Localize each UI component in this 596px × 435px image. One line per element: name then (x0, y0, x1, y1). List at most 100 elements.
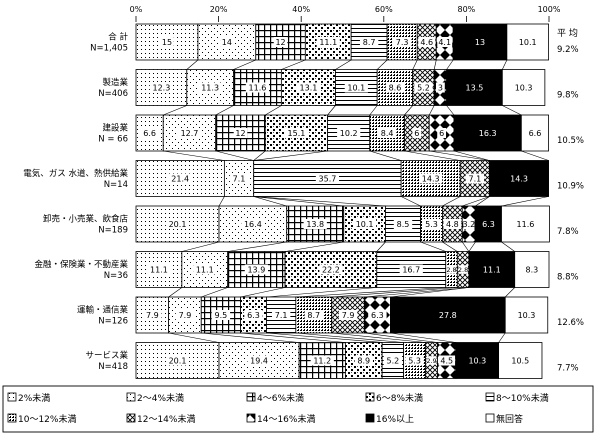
average-value: 7.7% (557, 364, 579, 374)
data-label: 10.3 (515, 84, 533, 93)
data-label-bg (284, 128, 309, 138)
data-label-bg (354, 355, 373, 366)
category-n-label: N=418 (98, 362, 128, 372)
category-label: サービス業 (85, 350, 128, 361)
data-label: 5.3 (425, 220, 438, 229)
data-label: 11.6 (517, 220, 535, 229)
data-label: 8.7 (363, 38, 376, 47)
connector-line (253, 196, 287, 207)
connector-line (364, 287, 469, 298)
connector-line (227, 241, 287, 252)
bar-segment (404, 114, 430, 152)
data-label: 7.9 (342, 311, 355, 320)
data-label: 4.6 (420, 38, 433, 47)
legend-label: 無回答 (496, 413, 523, 425)
data-label-bg (437, 37, 453, 47)
data-label: 11.6 (249, 84, 267, 93)
data-label-bg (168, 173, 192, 184)
data-label-bg (233, 128, 248, 138)
data-label: 14 (222, 38, 232, 47)
connector-line (233, 59, 256, 70)
data-label-bg (211, 310, 231, 320)
connector-line (285, 241, 344, 252)
legend-label: 12～14%未満 (137, 413, 195, 425)
data-label: 7.3 (396, 38, 409, 47)
data-label: 12 (235, 129, 245, 138)
data-label: 14.3 (422, 175, 440, 184)
data-label-bg (304, 310, 323, 320)
data-label-bg (412, 128, 422, 138)
data-label: 2.9 (426, 357, 436, 365)
data-label-bg (359, 37, 379, 47)
x-axis: 0%20%40%60%80%100% (130, 5, 561, 22)
bar-segment (501, 205, 550, 243)
category-label: 卸売・小売業、飲食店 (43, 214, 129, 225)
data-label: 14.3 (510, 175, 528, 184)
data-label: 19.4 (250, 357, 268, 366)
data-label: 11.1 (196, 266, 214, 275)
data-label-bg (399, 264, 423, 275)
connector-line (501, 196, 549, 207)
average-value: 10.9% (557, 182, 584, 192)
connector-line (218, 196, 225, 207)
legend-swatch (246, 392, 256, 402)
data-label-bg (443, 219, 462, 229)
bar-segment (468, 251, 516, 288)
data-label-bg (419, 173, 443, 184)
data-label: 7.1 (468, 175, 481, 184)
data-label: 2.8 (458, 266, 468, 274)
connector-line (253, 150, 266, 161)
connector-line (376, 59, 388, 70)
data-label: 10.2 (340, 129, 358, 138)
data-label-bg (244, 264, 268, 275)
average-value: 9.2% (557, 45, 579, 55)
data-label-bg (435, 82, 445, 93)
data-label: 22.2 (322, 266, 340, 275)
connector-line (266, 332, 383, 343)
connector-line (201, 287, 228, 298)
bar-segment (266, 296, 297, 334)
connector-line (429, 150, 490, 161)
category-label: 合 計 (108, 32, 128, 43)
data-label: 8.6 (389, 84, 402, 93)
connector-line (331, 287, 458, 298)
data-label: 7.9 (146, 311, 159, 320)
connector-line (186, 59, 199, 70)
category-n-label: N=189 (98, 226, 128, 236)
connector-line (446, 59, 454, 70)
connector-line (390, 332, 457, 343)
average-value: 10.5% (557, 136, 584, 146)
data-label: 11.1 (483, 266, 501, 275)
average-value: 7.8% (557, 227, 579, 237)
connector-line (240, 332, 346, 343)
legend-label: 8～10%未満 (496, 392, 549, 404)
connector-line (376, 241, 386, 252)
data-label: 27.8 (439, 311, 457, 320)
connector-line (181, 241, 220, 252)
data-label: 9.5 (215, 311, 228, 320)
data-label-bg (147, 264, 171, 275)
data-label-bg (383, 355, 403, 366)
x-tick-label: 0% (130, 5, 143, 14)
data-label-bg (446, 265, 457, 274)
data-label-bg (377, 128, 397, 138)
connector-line (327, 105, 336, 116)
connector-line (369, 105, 378, 116)
connector-line (475, 196, 490, 207)
connector-line (420, 241, 446, 252)
data-label: 7.1 (233, 175, 246, 184)
data-label-bg (437, 128, 447, 138)
connector-line (505, 287, 515, 298)
data-label-bg (193, 264, 217, 275)
connector-line (215, 105, 234, 116)
data-label: 11.2 (313, 357, 331, 366)
connector-line (215, 150, 254, 161)
data-label: 6.6 (143, 129, 156, 138)
data-label: 10.3 (518, 311, 536, 320)
data-label: 20.1 (169, 357, 187, 366)
category-n-label: N=406 (98, 89, 128, 99)
data-label: 4.5 (440, 357, 453, 366)
data-label: 6 (439, 129, 444, 138)
